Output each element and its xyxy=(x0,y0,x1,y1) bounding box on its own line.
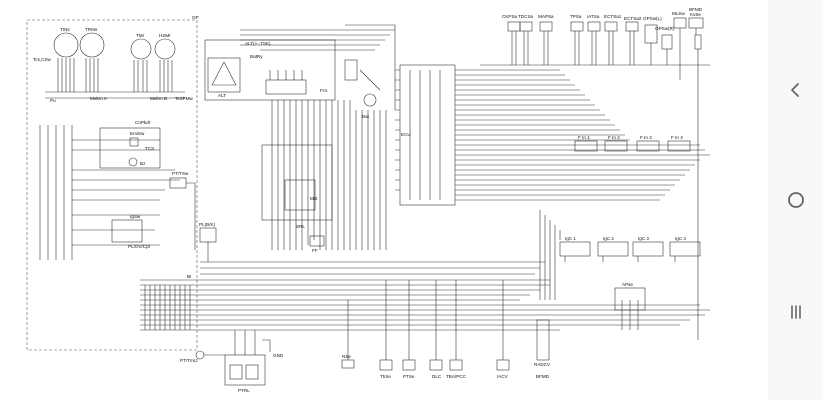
label-ptsw: PT/TSw xyxy=(172,171,189,176)
label-fin2: F In 2 xyxy=(608,135,620,140)
label-frs: Fcs xyxy=(320,88,328,93)
label-altc: ALT(+-,TSK) xyxy=(245,41,271,46)
label-ff: FF xyxy=(312,248,318,253)
label-tbapcc: TBA/PCC xyxy=(446,374,467,379)
label-tpsa: TPSa xyxy=(570,14,582,19)
label-trm: TRMs xyxy=(85,27,98,32)
label-tdcs: TDCSa xyxy=(518,14,534,19)
label-opsr: OPSw(R) xyxy=(655,26,675,31)
label-ckps: CKPSa xyxy=(502,14,518,19)
label-igc2: IgC 2 xyxy=(603,236,614,241)
wiring-diagram-viewer: OP TINs TRMs TMr HSMr Tcs,CSw Meltrn A M… xyxy=(26,0,769,400)
recents-button[interactable] xyxy=(780,296,812,328)
label-maps: MAPSa xyxy=(538,14,554,19)
label-cnpkr: CnPkdr xyxy=(135,120,151,125)
label-bfmd-top: BFMD xyxy=(689,7,703,12)
label-srl: SRL xyxy=(296,224,305,229)
label-bi: BI xyxy=(187,274,191,279)
label-rdcv: RADCV xyxy=(534,362,551,367)
label-ops: OPSw(L) xyxy=(643,16,662,21)
label-iats: IATSa xyxy=(587,14,600,19)
android-navigation-bar xyxy=(768,0,823,400)
label-kvse: KvSe xyxy=(690,12,701,17)
label-igc3: IgC 3 xyxy=(638,236,649,241)
three-bars-recents-icon xyxy=(791,305,801,319)
label-motrn-a: Meltrn A xyxy=(90,96,108,101)
home-button[interactable] xyxy=(780,184,812,216)
label-pu: Pu xyxy=(50,98,56,103)
label-plis: PL/OV/Cpt xyxy=(128,244,151,249)
wiring-diagram: OP TINs TRMs TMr HSMr Tcs,CSw Meltrn A M… xyxy=(26,7,710,393)
label-bat: Bat xyxy=(362,114,370,119)
label-hsmr: HSMr xyxy=(159,33,171,38)
label-ptmr: PT/TmrJ xyxy=(180,358,198,363)
label-ects1: ECTSa1 xyxy=(604,14,622,19)
label-mlsw: MLSw xyxy=(672,11,685,16)
label-emisw: EmiSw xyxy=(130,131,145,136)
label-bfmd: BFMD xyxy=(536,374,550,379)
label-tins: TINs xyxy=(60,27,70,32)
label-nse: NSe xyxy=(342,354,351,359)
label-igsw: IgSw xyxy=(130,214,141,219)
label-fin1: F In 1 xyxy=(578,135,590,140)
label-tcs2: TCS xyxy=(145,146,154,151)
label-igc4: IgC 4 xyxy=(675,236,686,241)
label-alt: ALT xyxy=(218,93,226,98)
label-op: OP xyxy=(192,15,199,20)
label-bz: Bz xyxy=(140,161,146,166)
label-dlc: DLC xyxy=(432,374,442,379)
label-gnd: GND xyxy=(273,353,284,358)
label-tcs: Tcs,CSw xyxy=(33,57,52,62)
label-plbk: PL(B/K) xyxy=(199,222,216,227)
back-button[interactable] xyxy=(780,74,812,106)
label-fin3: F In 3 xyxy=(640,135,652,140)
label-iacv: IACV xyxy=(497,374,509,379)
label-th: ThSe xyxy=(380,374,391,379)
label-motrn-b: Meltrn B xyxy=(150,96,167,101)
circle-home-icon xyxy=(788,192,804,208)
chevron-left-icon xyxy=(791,83,799,97)
label-ecu: ECU xyxy=(401,132,411,137)
label-tmr: TMr xyxy=(136,33,145,38)
label-igc1: IgC 1 xyxy=(565,236,576,241)
label-fin4: F In 4 xyxy=(671,135,683,140)
label-apse: APse xyxy=(622,282,633,287)
label-mst: Mst xyxy=(310,196,318,201)
label-ptrl: PTRL xyxy=(238,388,250,393)
label-ects2: ECTSa2 xyxy=(624,16,642,21)
label-battry: BatRy xyxy=(250,54,263,59)
label-tspw: TsSPMw xyxy=(175,96,194,101)
label-ptse: PTSe xyxy=(403,374,415,379)
